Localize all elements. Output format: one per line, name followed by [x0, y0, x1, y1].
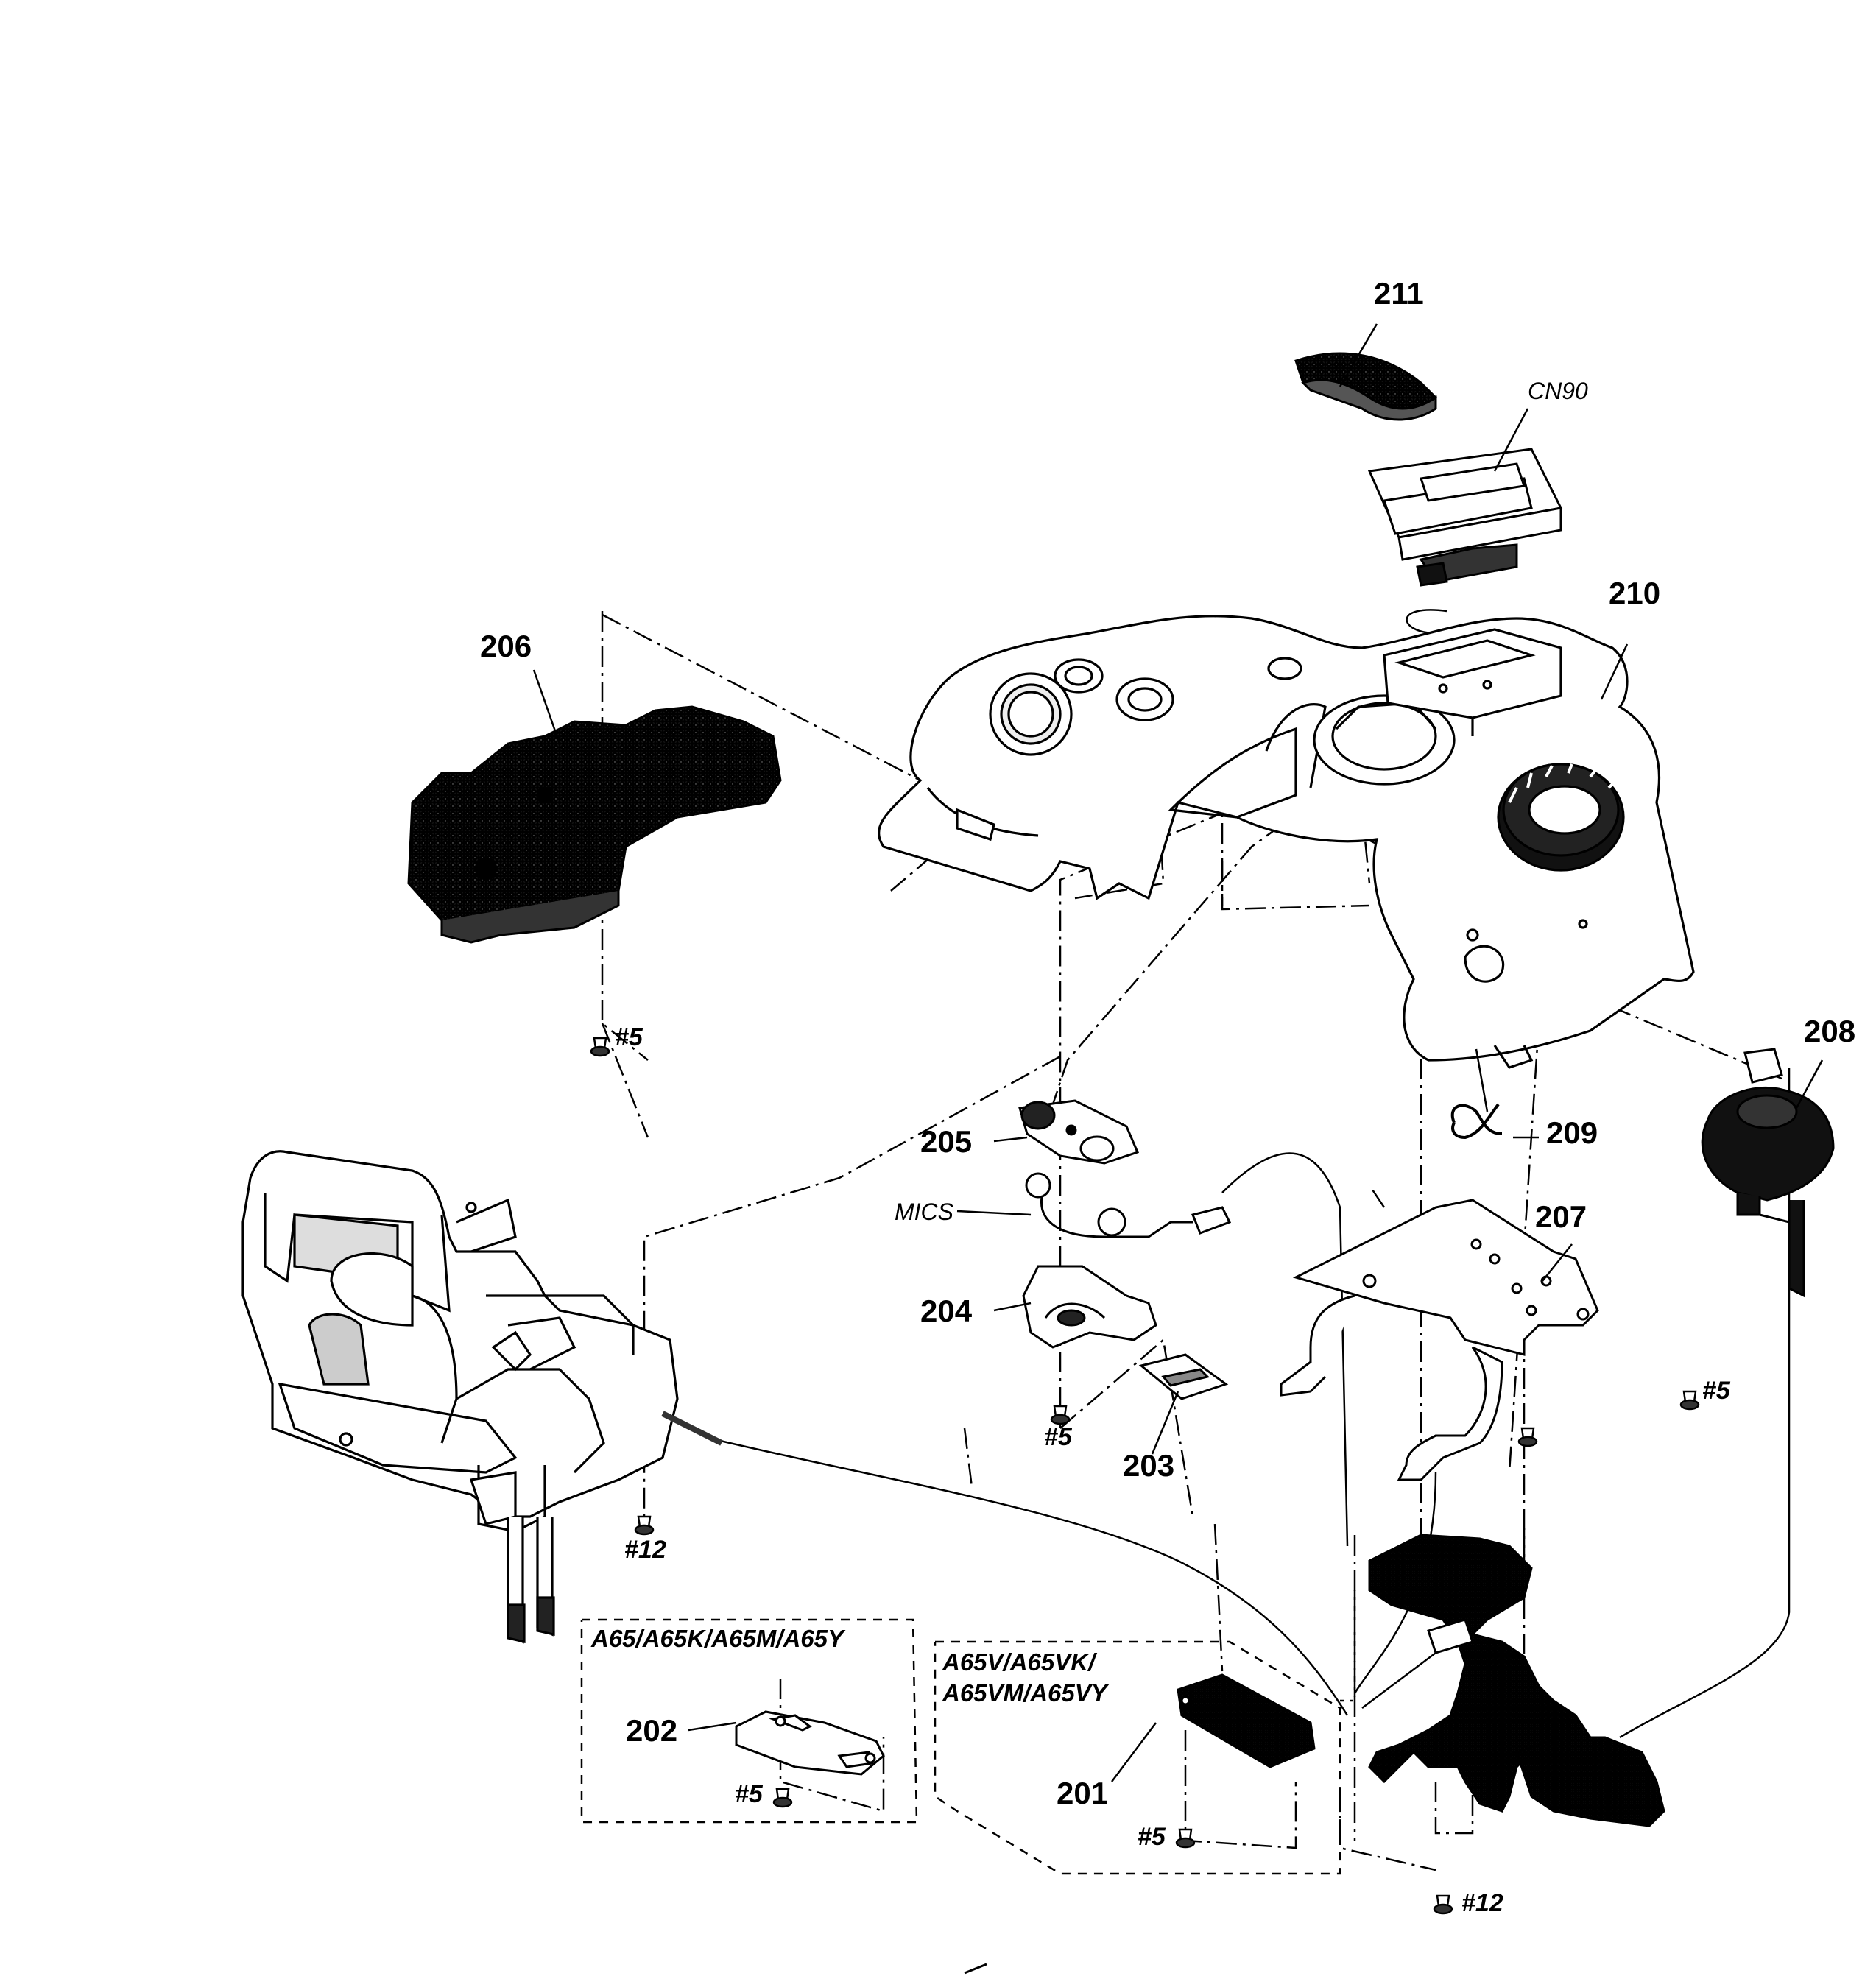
label-part-211: 211 — [1374, 276, 1424, 311]
part-205 — [1018, 1099, 1140, 1165]
screw-icon — [1175, 1828, 1196, 1849]
label-part-202: 202 — [626, 1713, 678, 1748]
label-part-203: 203 — [1123, 1448, 1175, 1483]
variant-box-b — [934, 1640, 1341, 1875]
main-flex-pcb — [1368, 1534, 1665, 1827]
variant-label-b-line2: A65VM/A65VY — [942, 1679, 1107, 1707]
label-screw-5-mid: #5 — [1044, 1423, 1072, 1451]
part-210-top-cover — [878, 615, 1695, 1069]
part-207-bracket — [1280, 1199, 1599, 1481]
label-screw-5-top: #5 — [615, 1023, 643, 1051]
label-screw-12-bottom: #12 — [1461, 1889, 1503, 1917]
part-209-badge — [1450, 1103, 1503, 1140]
variant-label-b-line1: A65V/A65VK/ — [942, 1648, 1096, 1676]
label-part-210: 210 — [1609, 576, 1661, 610]
part-202-plate — [735, 1710, 885, 1776]
part-203-sheet — [1138, 1353, 1229, 1400]
label-part-204: 204 — [920, 1294, 973, 1328]
label-cn90: CN90 — [1528, 378, 1588, 404]
screw-icon — [1517, 1427, 1538, 1447]
part-208 — [1701, 1048, 1835, 1298]
left-lcd-chassis — [241, 1150, 723, 1644]
screw-icon — [1433, 1894, 1453, 1915]
label-part-201: 201 — [1057, 1776, 1109, 1810]
screw-icons — [590, 1037, 1700, 1915]
part-204 — [1022, 1265, 1157, 1349]
part-206-board — [407, 705, 782, 944]
label-part-208: 208 — [1804, 1014, 1856, 1048]
callout-leaders — [532, 323, 1824, 1782]
label-screw-5-right: #5 — [1702, 1377, 1730, 1405]
label-part-205: 205 — [920, 1124, 973, 1159]
label-screw-5-box201: #5 — [1138, 1823, 1166, 1851]
label-screw-12-left: #12 — [624, 1536, 666, 1564]
stray-mark — [964, 1963, 987, 1975]
screw-icon — [772, 1788, 793, 1808]
cn90-hotshoe — [1367, 448, 1563, 587]
screw-icon — [634, 1515, 655, 1536]
mic-assembly — [1025, 1172, 1232, 1238]
screw-icon — [590, 1037, 610, 1057]
variant-label-a: A65/A65K/A65M/A65Y — [591, 1625, 844, 1652]
screw-icon — [1050, 1405, 1071, 1425]
label-part-207: 207 — [1535, 1199, 1587, 1234]
screw-icon — [1679, 1390, 1700, 1411]
part-201-board — [1177, 1673, 1316, 1768]
label-screw-5-box202: #5 — [735, 1780, 763, 1808]
label-part-206: 206 — [480, 629, 532, 663]
label-mic: MICS — [895, 1199, 953, 1225]
label-part-209: 209 — [1546, 1115, 1598, 1150]
part-211-button — [1294, 352, 1438, 421]
